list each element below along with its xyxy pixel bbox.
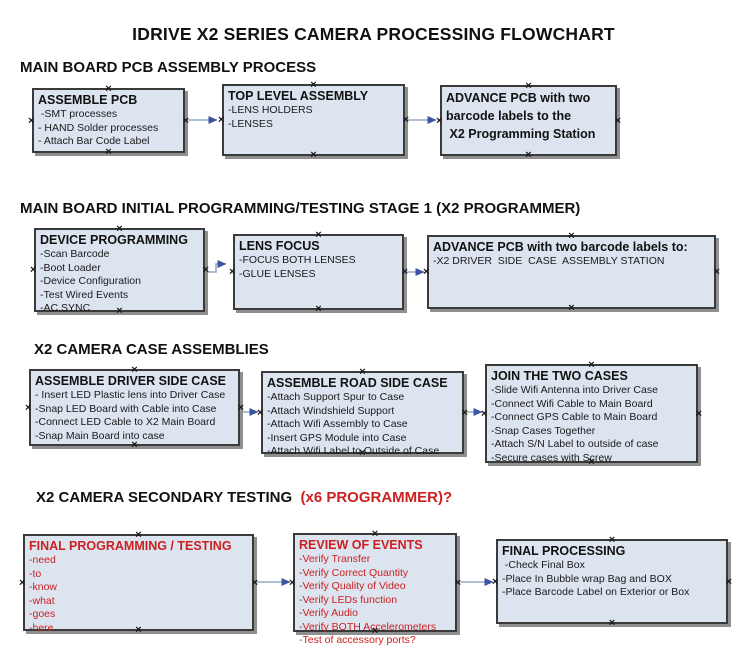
- node-title: FINAL PROGRAMMING / TESTING: [29, 539, 232, 553]
- section-header-secondary-testing-black: X2 CAMERA SECONDARY TESTING: [36, 489, 297, 506]
- node-item: -Secure cases with Screw: [491, 451, 612, 464]
- node-item: -Connect Wifi Cable to Main Board: [491, 397, 653, 410]
- node-item: -GLUE LENSES: [239, 267, 316, 280]
- node-device-programming[interactable]: DEVICE PROGRAMMING -Scan Barcode -Boot L…: [30, 224, 209, 317]
- node-item: -Device Configuration: [40, 275, 141, 287]
- node-item: -X2 DRIVER SIDE CASE ASSEMBLY STATION: [433, 255, 665, 267]
- node-item: -Insert GPS Module into Case: [267, 431, 407, 444]
- node-item: -Verify Audio: [299, 607, 358, 619]
- node-item: -LENS HOLDERS: [228, 104, 313, 116]
- node-item: -what: [29, 594, 55, 607]
- node-item: -know: [29, 581, 58, 593]
- node-item: -Verify Quality of Video: [299, 580, 406, 592]
- section-header-initial-programming: MAIN BOARD INITIAL PROGRAMMING/TESTING S…: [20, 200, 581, 217]
- node-item: -Test of accessory ports?: [299, 634, 416, 646]
- section-header-secondary-testing-red: (x6 PROGRAMMER)?: [296, 489, 453, 506]
- node-title: DEVICE PROGRAMMING: [40, 233, 188, 247]
- node-item: - HAND Solder processes: [38, 121, 159, 134]
- node-item: -Connect GPS Cable to Main Board: [491, 411, 658, 423]
- section-header-pcb-assembly: MAIN BOARD PCB ASSEMBLY PROCESS: [20, 59, 317, 76]
- node-item: -Attach Windshield Support: [267, 404, 395, 417]
- node-item: -Slide Wifi Antenna into Driver Case: [491, 384, 658, 396]
- node-item: -FOCUS BOTH LENSES: [239, 254, 356, 266]
- connector-arrow[interactable]: [205, 260, 227, 273]
- node-item: -Snap Cases Together: [491, 424, 596, 437]
- node-item: - Insert LED Plastic lens into Driver Ca…: [35, 389, 226, 401]
- section-header-secondary-testing: X2 CAMERA SECONDARY TESTING (x6 PROGRAMM…: [36, 489, 452, 506]
- node-title: REVIEW OF EVENTS: [299, 538, 423, 552]
- node-join-the-two-cases[interactable]: JOIN THE TWO CASES -Slide Wifi Antenna i…: [481, 360, 702, 468]
- node-assemble-driver-side-case[interactable]: ASSEMBLE DRIVER SIDE CASE - Insert LED P…: [25, 365, 244, 451]
- node-item: -Verify Correct Quantity: [299, 566, 409, 579]
- node-item: -SMT processes: [38, 108, 118, 120]
- node-item: -LENSES: [228, 117, 273, 130]
- node-item: -Verify BOTH Accelerometers: [299, 620, 437, 633]
- node-title: TOP LEVEL ASSEMBLY: [228, 89, 369, 103]
- node-item: -Snap LED Board with Cable into Case: [35, 402, 217, 415]
- node-item: -Attach Wifi Assembly to Case: [267, 418, 408, 430]
- node-item: -Attach Wifi Label to Outside of Case: [267, 445, 440, 457]
- node-advance-pcb-case-assembly[interactable]: ADVANCE PCB with two barcode labels to: …: [423, 231, 720, 314]
- node-item: -Boot Loader: [40, 261, 101, 274]
- node-item: -Snap Main Board into case: [35, 429, 165, 442]
- node-advance-pcb-programming-station[interactable]: ADVANCE PCB with two barcode labels to t…: [436, 81, 621, 161]
- node-item: -goes: [29, 608, 56, 620]
- node-review-of-events[interactable]: REVIEW OF EVENTS -Verify Transfer -Verif…: [289, 529, 461, 647]
- node-item: -need: [29, 554, 56, 566]
- node-final-processing[interactable]: FINAL PROCESSING -Check Final Box -Place…: [492, 535, 732, 629]
- node-title: ASSEMBLE ROAD SIDE CASE: [267, 376, 448, 390]
- node-item: -AC SYNC: [40, 302, 91, 314]
- node-title: ADVANCE PCB with two barcode labels to t…: [446, 91, 596, 141]
- node-final-programming-testing[interactable]: FINAL PROGRAMMING / TESTING -need -to -k…: [19, 530, 258, 636]
- node-item: -Connect LED Cable to X2 Main Board: [35, 416, 216, 428]
- node-item: -Attach S/N Label to outside of case: [491, 438, 659, 450]
- node-item: -Verify Transfer: [299, 553, 371, 565]
- node-item: -Test Wired Events: [40, 288, 129, 301]
- node-item: -to: [29, 567, 42, 580]
- node-item: -Check Final Box: [502, 559, 585, 571]
- section-header-case-assemblies: X2 CAMERA CASE ASSEMBLIES: [34, 341, 269, 358]
- node-item: -Scan Barcode: [40, 248, 110, 260]
- node-assemble-road-side-case[interactable]: ASSEMBLE ROAD SIDE CASE -Attach Support …: [257, 367, 468, 459]
- node-title: LENS FOCUS: [239, 239, 320, 253]
- node-title: ADVANCE PCB with two barcode labels to:: [433, 240, 688, 254]
- node-title: JOIN THE TWO CASES: [491, 369, 628, 383]
- node-item: -Attach Support Spur to Case: [267, 391, 405, 403]
- node-item: - Attach Bar Code Label: [38, 135, 150, 147]
- node-assemble-pcb[interactable]: ASSEMBLE PCB -SMT processes - HAND Solde…: [28, 84, 189, 158]
- node-item: -Place Barcode Label on Exterior or Box: [502, 586, 690, 598]
- node-item: -here: [29, 621, 54, 634]
- node-title: ASSEMBLE DRIVER SIDE CASE: [35, 374, 227, 388]
- node-item: -Verify LEDs function: [299, 593, 398, 606]
- node-top-level-assembly[interactable]: TOP LEVEL ASSEMBLY -LENS HOLDERS -LENSES…: [218, 80, 409, 161]
- node-lens-focus[interactable]: LENS FOCUS -FOCUS BOTH LENSES -GLUE LENS…: [229, 230, 408, 315]
- node-item: -Place In Bubble wrap Bag and BOX: [502, 572, 672, 585]
- node-title: FINAL PROCESSING: [502, 544, 626, 558]
- node-title: ASSEMBLE PCB: [38, 93, 138, 107]
- flowchart-title: IDRIVE X2 SERIES CAMERA PROCESSING FLOWC…: [132, 24, 615, 44]
